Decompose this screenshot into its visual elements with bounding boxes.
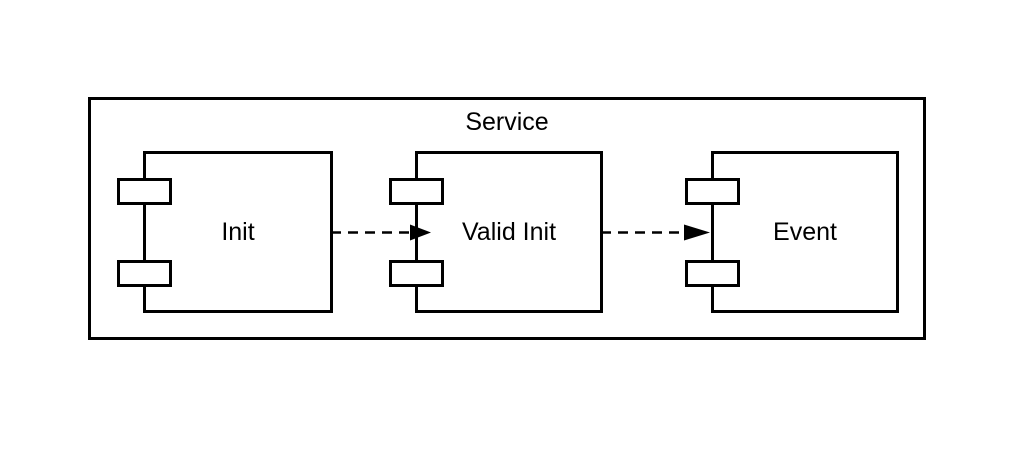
port-bottom: [117, 260, 172, 287]
component-event: Event: [685, 151, 899, 313]
service-container-label: Service: [465, 108, 549, 136]
arrow-valid-init-to-event: [601, 224, 710, 241]
port-top: [685, 178, 740, 205]
arrow-init-to-valid-init: [331, 224, 431, 241]
component-valid-init: Valid Init: [389, 151, 603, 313]
port-bottom: [685, 260, 740, 287]
component-event-label: Event: [773, 217, 837, 246]
component-valid-init-label: Valid Init: [461, 217, 557, 246]
port-top: [117, 178, 172, 205]
port-top: [389, 178, 444, 205]
component-init: Init: [117, 151, 333, 313]
port-bottom: [389, 260, 444, 287]
arrowhead-icon: [410, 224, 431, 241]
arrowhead-icon: [684, 224, 710, 241]
component-init-label: Init: [221, 217, 255, 246]
